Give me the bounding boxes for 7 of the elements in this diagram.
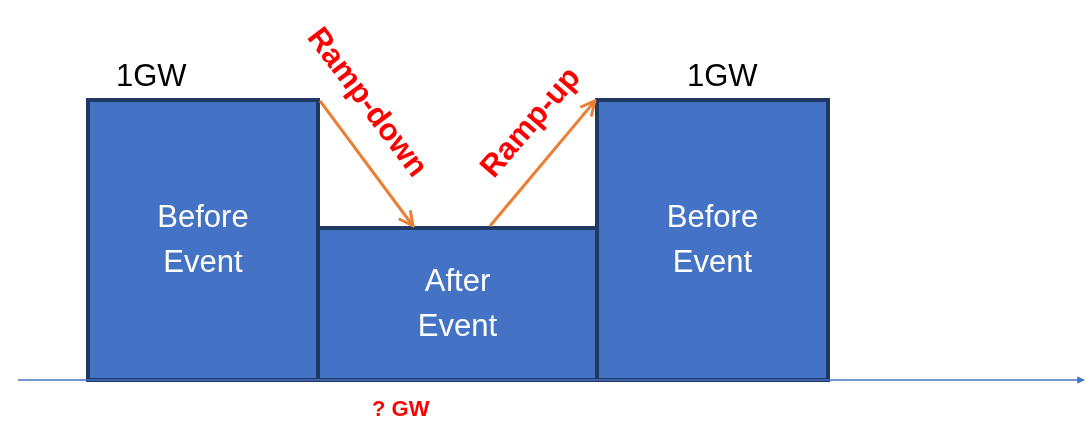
block-label: Before Event [665,198,760,281]
value-label: 1GW [687,58,758,94]
value-label: ? GW [372,396,430,421]
arrow [488,99,597,227]
block-label: Before Event [156,198,250,281]
value-label: 1GW [116,58,187,94]
block-label: After Event [416,262,499,345]
